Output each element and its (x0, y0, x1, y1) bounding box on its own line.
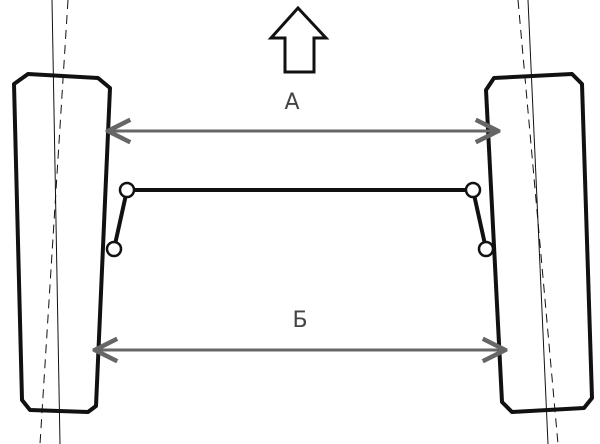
left-dashed-reference-line (39, 0, 69, 444)
right-vertical-reference-line (527, 0, 549, 444)
left-upper-joint (118, 181, 136, 199)
dimension-label-b: Б (292, 308, 308, 333)
right-lower-joint (477, 240, 495, 258)
up-arrow-icon (267, 5, 330, 74)
left-wheel (12, 72, 112, 414)
tie-rod (112, 188, 488, 250)
left-lower-joint (105, 240, 123, 258)
dimension-label-a: А (284, 90, 300, 115)
right-wheel (484, 72, 594, 414)
right-upper-joint (464, 181, 482, 199)
left-vertical-reference-line (51, 0, 61, 444)
